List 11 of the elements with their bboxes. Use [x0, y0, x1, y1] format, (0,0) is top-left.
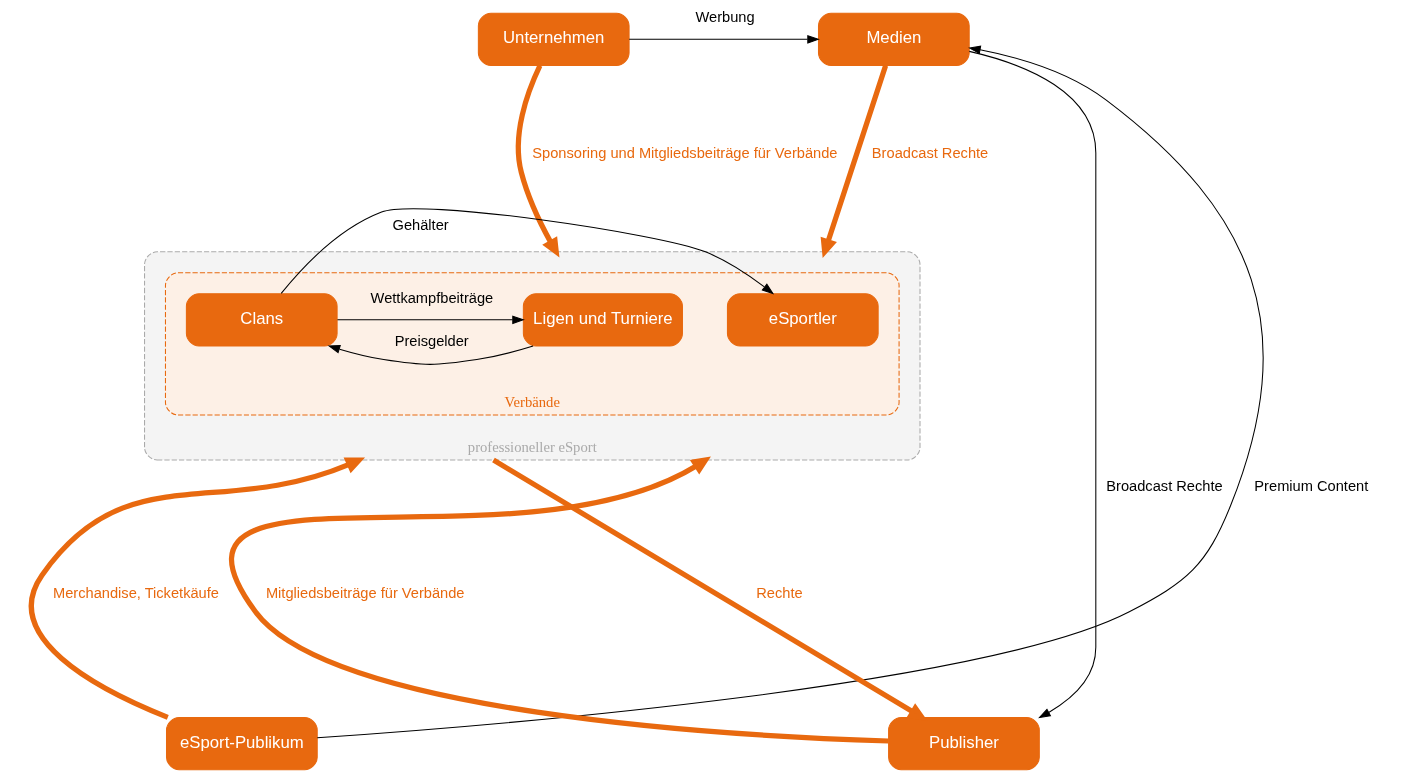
edge-label: Merchandise, Ticketkäufe	[52, 584, 219, 601]
edge-label: Sponsoring und Mitgliedsbeiträge für Verbände	[531, 144, 837, 161]
edge-label: Wettkampfbeiträge	[370, 289, 493, 306]
edge-label: Broadcast Rechte	[1105, 477, 1223, 494]
edge-label: Premium Content	[1253, 477, 1368, 494]
edge-label: Gehälter	[392, 216, 449, 232]
edge-label: Werbung	[695, 8, 755, 25]
edge-label: Broadcast Rechte	[871, 144, 988, 161]
edge-label: Preisgelder	[394, 332, 469, 349]
edge-label: Mitgliedsbeiträge für Verbände	[265, 584, 465, 601]
edge-label: Rechte	[755, 584, 803, 601]
